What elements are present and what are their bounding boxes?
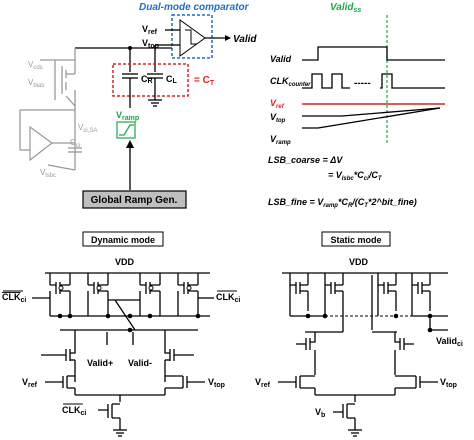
svg-text:Vcds: Vcds: [28, 60, 43, 71]
dynamic-clk-left-label: CLKci: [2, 292, 26, 304]
hysteresis-mark: [185, 29, 197, 45]
dynamic-clk-bottom-label: CLKci: [62, 405, 86, 417]
svg-text:-----: -----: [354, 78, 371, 89]
dynamic-clk-right-label: CLKci: [216, 292, 240, 304]
lsb-coarse-line2: = Vlsbc*Cci/CT: [328, 170, 383, 182]
timing-vramp-label: Vramp: [270, 134, 291, 146]
svg-text:Vci,SA: Vci,SA: [78, 123, 97, 134]
equations: LSB_coarse = ΔV = Vlsbc*Cci/CT LSB_fine …: [268, 155, 417, 209]
dynamic-mode-circuit: Dynamic mode VDD CLKci: [2, 231, 240, 437]
global-ramp-gen-block: [82, 190, 187, 209]
comparator-title: Dual-mode comparator: [139, 2, 250, 13]
vramp-waveform: [302, 107, 441, 129]
svg-text:Vref: Vref: [142, 24, 158, 36]
valid-minus-label: Valid-: [128, 358, 152, 368]
svg-text:Cci: Cci: [70, 138, 80, 149]
static-mode-circuit: Static mode VDD Validci Vref: [255, 231, 463, 437]
dynamic-mode-title: Dynamic mode: [91, 235, 155, 245]
clk-waveform: [302, 73, 350, 89]
comparator-circuit: Dual-mode comparator Vref Vtop Valid CR …: [75, 2, 257, 209]
cr-label: CR: [141, 74, 153, 85]
valid-plus-label: Valid+: [87, 358, 113, 368]
static-vtop-label: Vtop: [440, 377, 457, 389]
comparator-dashed-box: [171, 14, 213, 59]
valid-ss-label: Validss: [330, 2, 361, 14]
dynamic-mode-title-box: [82, 231, 164, 247]
timing-vtop-label: Vtop: [270, 112, 286, 124]
dynamic-vref-label: Vref: [22, 377, 38, 389]
lsb-coarse-line1: LSB_coarse = ΔV: [268, 155, 343, 165]
timing-vref-label: Vref: [270, 98, 285, 110]
valid-output-label: Valid: [233, 34, 257, 45]
global-ramp-gen-label: Global Ramp Gen.: [91, 195, 178, 206]
static-mode-title-box: [321, 231, 391, 247]
cl-label: CL: [166, 74, 178, 85]
static-vb-label: Vb: [315, 407, 325, 419]
cds-bias-circuit: Vcds Vbias Vci,SA Cci Vlsbc: [19, 48, 97, 179]
static-vdd-label: VDD: [349, 257, 369, 267]
comparator-symbol: [179, 19, 206, 57]
static-valid-label: Validci: [436, 336, 463, 348]
timing-valid-label: Valid: [270, 54, 292, 64]
ct-label: = CT: [194, 75, 215, 87]
vtop-waveform: [302, 107, 441, 117]
svg-text:Vbias: Vbias: [28, 78, 44, 89]
valid-waveform: [302, 46, 445, 61]
ct-dashed-box: [112, 63, 189, 97]
svg-text:Vtop: Vtop: [142, 38, 159, 50]
vramp-label: Vramp: [116, 110, 139, 122]
timing-diagram: Validss Valid CLKcounter ----- Vref Vtop…: [270, 2, 445, 146]
svg-text:Vlsbc: Vlsbc: [40, 168, 56, 179]
ramp-symbol: [116, 121, 136, 139]
clk-counter-label: CLKcounter: [270, 76, 311, 88]
static-vref-label: Vref: [255, 377, 271, 389]
static-mode-title: Static mode: [330, 235, 381, 245]
output-arrow-icon: [225, 35, 231, 41]
dynamic-vtop-label: Vtop: [208, 377, 225, 389]
ramp-arrow-icon: [126, 140, 134, 148]
lsb-fine-equation: LSB_fine = Vramp*CR/(CT*2^bit_fine): [268, 197, 417, 209]
dynamic-vdd-label: VDD: [115, 257, 135, 267]
